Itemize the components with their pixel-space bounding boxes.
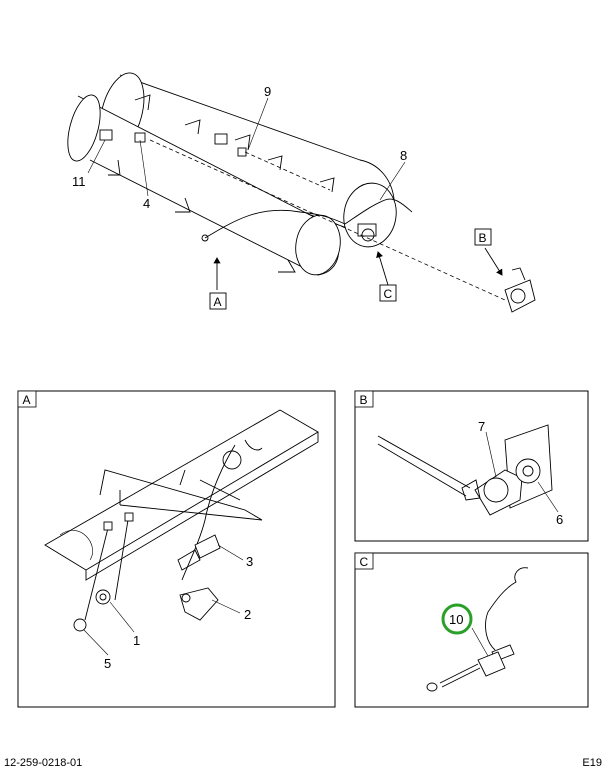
tank-brackets — [108, 94, 335, 273]
page-code: E19 — [582, 757, 602, 769]
svg-text:C: C — [384, 287, 393, 301]
callout-1: 1 — [133, 633, 140, 648]
callout-6: 6 — [556, 512, 563, 527]
callout-8: 8 — [400, 148, 407, 163]
air-line — [377, 435, 471, 497]
drain-valve-fitting — [99, 129, 247, 157]
detail-c-panel: C — [354, 552, 589, 708]
callout-11: 11 — [72, 174, 86, 189]
view-ref-b: B — [474, 228, 492, 246]
detail-a-wire — [181, 444, 236, 581]
sensor-bracket — [179, 587, 219, 621]
detail-a-panel: A — [17, 390, 336, 708]
document-number: 12-259-0218-01 — [4, 757, 83, 769]
pressure-sensor — [177, 534, 221, 571]
detail-c-label: C — [360, 555, 369, 569]
callout-5: 5 — [104, 656, 111, 671]
frame-rail — [44, 409, 319, 581]
pressure-switch — [426, 567, 529, 692]
wire-harness — [204, 209, 346, 239]
callout-10-highlight — [441, 603, 473, 635]
callout-7: 7 — [478, 419, 485, 434]
drain-valve — [95, 512, 134, 605]
svg-text:B: B — [479, 231, 487, 245]
detail-a-label: A — [23, 393, 31, 407]
overview-drawing — [67, 72, 536, 313]
tank-end-cap — [343, 182, 397, 248]
view-ref-c: C — [379, 284, 397, 302]
air-line-dashed — [149, 139, 506, 301]
detail-b-panel: B — [354, 390, 589, 542]
detail-b-label: B — [360, 393, 368, 407]
valve-clip — [73, 521, 113, 632]
callout-2: 2 — [244, 607, 251, 622]
remote-bracket — [504, 267, 536, 313]
view-ref-a: A — [209, 292, 227, 310]
gauge-bracket — [461, 424, 553, 516]
svg-text:A: A — [214, 295, 222, 309]
callout-9: 9 — [264, 84, 271, 99]
callout-3: 3 — [246, 554, 253, 569]
callout-10: 10 — [449, 612, 463, 627]
callout-4: 4 — [143, 196, 150, 211]
